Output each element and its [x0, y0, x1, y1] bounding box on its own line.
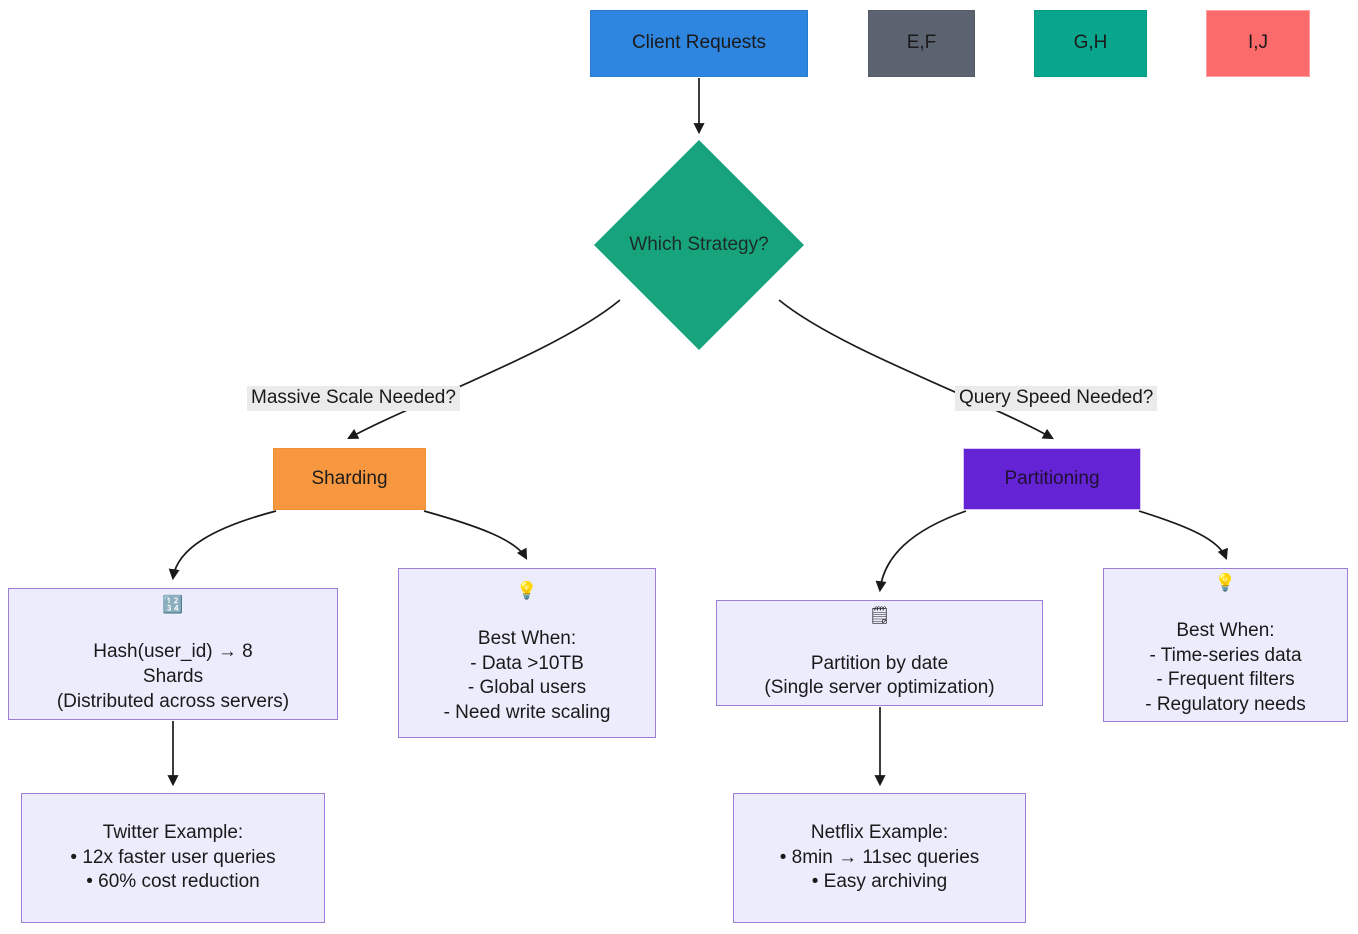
edge-decision-to-sharding	[347, 299, 621, 440]
light-bulb-icon: 💡	[516, 581, 538, 602]
node-partition-by-date[interactable]: 🗒 Partition by date (Single server optim…	[716, 600, 1043, 706]
input-numbers-icon: 🔢	[162, 594, 184, 615]
edge-label-query-speed: Query Speed Needed?	[955, 386, 1158, 411]
node-partition-by-date-line-0: 🗒 Partition by date	[764, 605, 994, 676]
node-decision-label: Which Strategy?	[629, 233, 769, 255]
node-client-requests-label: Client Requests	[631, 32, 767, 54]
edge-decision-to-partitioning	[778, 299, 1054, 440]
node-best-when-sharding-heading: 💡 Best When:	[444, 580, 611, 651]
node-hash-shards-line-2: (Distributed across servers)	[56, 690, 290, 712]
node-partition-by-date-text-0: Partition by date	[810, 652, 949, 674]
edge-partitioning-to-partitiondate	[875, 510, 967, 593]
legend-swatch-gh[interactable]: G,H	[1034, 10, 1147, 77]
node-best-when-sharding-item-1: - Global users	[467, 677, 587, 699]
edge-label-massive-scale: Massive Scale Needed?	[247, 386, 460, 411]
edge-sharding-to-hash	[168, 510, 277, 581]
node-hash-shards[interactable]: 🔢 Hash(user_id) → 8 Shards (Distributed …	[8, 588, 338, 720]
node-twitter-example-lines: Twitter Example: • 12x faster user queri…	[70, 821, 275, 895]
node-best-when-partitioning[interactable]: 💡 Best When: - Time-series data - Freque…	[1103, 568, 1348, 722]
legend-swatch-gh-label: G,H	[1073, 32, 1108, 54]
node-twitter-example-item-0: • 12x faster user queries	[70, 846, 276, 868]
light-bulb-icon: 💡	[1214, 573, 1237, 594]
legend-swatch-ef[interactable]: E,F	[868, 10, 975, 77]
node-twitter-example[interactable]: Twitter Example: • 12x faster user queri…	[21, 793, 325, 923]
spiral-notepad-icon: 🗒	[868, 605, 891, 626]
node-client-requests[interactable]: Client Requests	[590, 10, 808, 77]
node-best-when-partitioning-item-2: - Regulatory needs	[1145, 694, 1306, 716]
node-partition-by-date-lines: 🗒 Partition by date (Single server optim…	[764, 605, 994, 701]
node-hash-shards-line-0: 🔢 Hash(user_id) → 8	[57, 594, 289, 665]
node-best-when-partitioning-heading: 💡 Best When:	[1145, 572, 1306, 643]
node-best-when-partitioning-heading-text: Best When:	[1176, 620, 1275, 642]
node-sharding[interactable]: Sharding	[273, 448, 426, 510]
node-sharding-label: Sharding	[311, 467, 388, 489]
edge-sharding-to-bestwhen-left	[423, 510, 528, 560]
node-best-when-sharding-lines: 💡 Best When: - Data >10TB - Global users…	[444, 580, 611, 726]
node-netflix-example-item-1: • Easy archiving	[811, 871, 948, 893]
node-twitter-example-item-1: • 60% cost reduction	[86, 871, 260, 893]
legend-swatch-ij-label: I,J	[1247, 32, 1269, 54]
node-netflix-example[interactable]: Netflix Example: • 8min → 11sec queries …	[733, 793, 1026, 923]
node-best-when-partitioning-item-0: - Time-series data	[1149, 644, 1302, 666]
node-best-when-sharding[interactable]: 💡 Best When: - Data >10TB - Global users…	[398, 568, 656, 738]
node-twitter-example-heading: Twitter Example:	[102, 821, 244, 843]
node-best-when-sharding-heading-text: Best When:	[477, 628, 577, 650]
node-netflix-example-heading: Netflix Example:	[810, 821, 949, 843]
legend-swatch-ij[interactable]: I,J	[1206, 10, 1310, 77]
node-best-when-sharding-item-2: - Need write scaling	[443, 702, 611, 724]
node-hash-shards-text-0: Hash(user_id) → 8	[93, 641, 253, 663]
node-partition-by-date-line-1: (Single server optimization)	[764, 677, 995, 699]
node-decision-which-strategy[interactable]: Which Strategy?	[594, 140, 804, 350]
legend-swatch-ef-label: E,F	[906, 32, 937, 54]
node-netflix-example-item-0: • 8min → 11sec queries	[779, 846, 980, 868]
node-hash-shards-lines: 🔢 Hash(user_id) → 8 Shards (Distributed …	[57, 594, 289, 715]
node-hash-shards-line-1: Shards	[142, 666, 204, 688]
node-best-when-sharding-item-0: - Data >10TB	[470, 652, 584, 674]
node-best-when-partitioning-lines: 💡 Best When: - Time-series data - Freque…	[1145, 572, 1306, 718]
edge-partitioning-to-bestwhen-right	[1138, 510, 1228, 561]
node-netflix-example-lines: Netflix Example: • 8min → 11sec queries …	[780, 821, 980, 895]
node-partitioning[interactable]: Partitioning	[963, 448, 1141, 510]
node-partitioning-label: Partitioning	[1004, 467, 1100, 489]
node-best-when-partitioning-item-1: - Frequent filters	[1156, 669, 1295, 691]
